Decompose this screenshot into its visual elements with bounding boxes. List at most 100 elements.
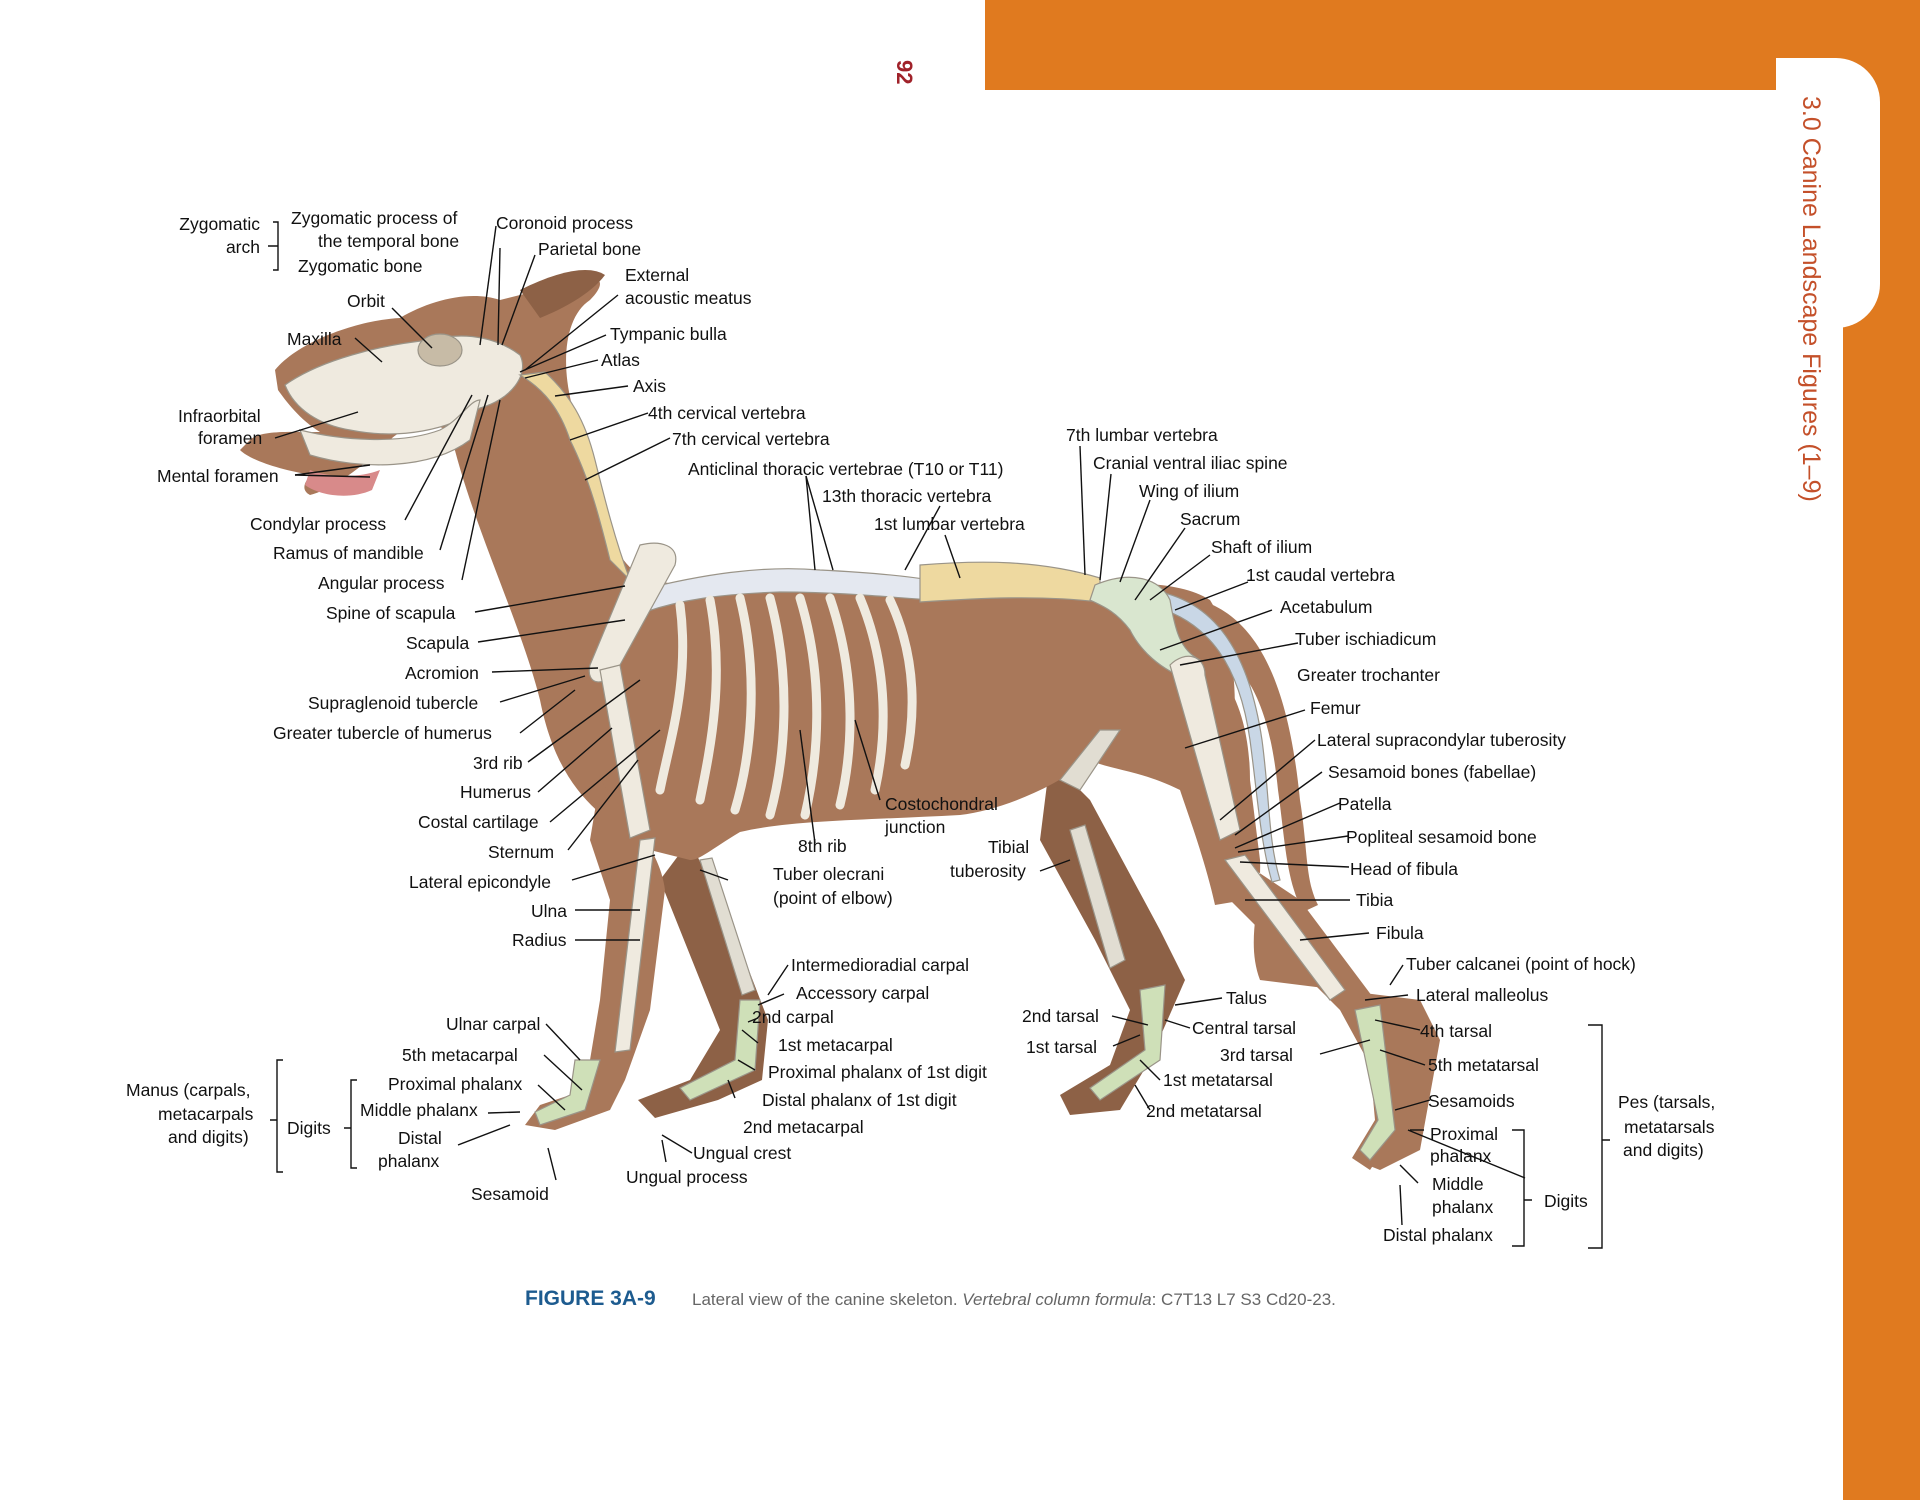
label-costal-cartilage: Costal cartilage [418, 812, 539, 832]
label-tympanic-bulla: Tympanic bulla [610, 324, 727, 344]
label-orbit: Orbit [347, 291, 385, 311]
mandible [299, 399, 481, 466]
label-tuber-olecrani-2: (point of elbow) [773, 888, 893, 908]
label-ramus-of-mandible: Ramus of mandible [273, 543, 424, 563]
label-2nd-carpal: 2nd carpal [752, 1007, 834, 1027]
skeleton [284, 333, 1396, 1161]
label-axis: Axis [633, 376, 666, 396]
label-distal-phalanx-hind: Distal phalanx [1383, 1225, 1493, 1245]
label-manus: Manus (carpals, [126, 1080, 251, 1100]
label-middle-hind-2: phalanx [1432, 1197, 1494, 1217]
figure-caption: Lateral view of the canine skeleton. Ver… [692, 1290, 1336, 1309]
label-distal-phalanx-1st: Distal phalanx of 1st digit [762, 1090, 957, 1110]
label-zygomatic-process-2: the temporal bone [318, 231, 459, 251]
label-humerus: Humerus [460, 782, 531, 802]
label-3rd-rib: 3rd rib [473, 753, 523, 773]
radius-ulna [614, 837, 656, 1053]
label-8th-rib: 8th rib [798, 836, 847, 856]
caudal-vertebrae [1147, 589, 1281, 883]
label-zygomatic-bone: Zygomatic bone [298, 256, 423, 276]
label-ulnar-carpal: Ulnar carpal [446, 1014, 540, 1034]
label-costochondral: Costochondral [885, 794, 998, 814]
ear [520, 270, 605, 318]
label-greater-tubercle: Greater tubercle of humerus [273, 723, 492, 743]
label-tibia: Tibia [1356, 890, 1394, 910]
ribcage [655, 593, 917, 820]
far-radius [699, 857, 756, 996]
label-head-of-fibula: Head of fibula [1350, 859, 1458, 879]
label-proximal-phalanx-fore: Proximal phalanx [388, 1074, 522, 1094]
far-hind-foot-bones [1089, 984, 1166, 1101]
label-tuber-olecrani: Tuber olecrani [773, 864, 884, 884]
label-2nd-metatarsal: 2nd metatarsal [1146, 1101, 1262, 1121]
label-4th-tarsal: 4th tarsal [1420, 1021, 1492, 1041]
label-acetabulum: Acetabulum [1280, 597, 1372, 617]
label-scapula: Scapula [406, 633, 470, 653]
far-tibia [1069, 824, 1126, 969]
label-sesamoid-fabellae: Sesamoid bones (fabellae) [1328, 762, 1536, 782]
label-middle-hind: Middle [1432, 1174, 1484, 1194]
label-radius: Radius [512, 930, 567, 950]
label-tibial-tuberosity: Tibial [988, 837, 1029, 857]
hind-shank [1230, 860, 1400, 1170]
label-zygomatic-arch-2: arch [226, 237, 260, 257]
label-parietal-bone: Parietal bone [538, 239, 641, 259]
label-sternum: Sternum [488, 842, 554, 862]
tail [1198, 600, 1318, 912]
label-infraorbital-2: foramen [198, 428, 262, 448]
label-proximal-phalanx-1st: Proximal phalanx of 1st digit [768, 1062, 987, 1082]
label-manus-3: and digits) [168, 1127, 249, 1147]
label-external-acoustic: External [625, 265, 689, 285]
label-digits-fore: Digits [287, 1118, 331, 1138]
label-5th-metatarsal: 5th metatarsal [1428, 1055, 1539, 1075]
label-13th-thoracic: 13th thoracic vertebra [822, 486, 992, 506]
label-angular-process: Angular process [318, 573, 445, 593]
label-ulna: Ulna [531, 901, 567, 921]
label-zygomatic-process: Zygomatic process of [291, 208, 457, 228]
label-pes-3: and digits) [1623, 1140, 1704, 1160]
label-spine-of-scapula: Spine of scapula [326, 603, 456, 623]
label-tibial-tuberosity-2: tuberosity [950, 861, 1026, 881]
label-fibula: Fibula [1376, 923, 1424, 943]
caption-text: Lateral view of the canine skeleton. [692, 1290, 958, 1309]
label-patella: Patella [1338, 794, 1392, 814]
label-2nd-tarsal: 2nd tarsal [1022, 1006, 1099, 1026]
label-7th-lumbar: 7th lumbar vertebra [1066, 425, 1218, 445]
leader-lines [268, 221, 1610, 1249]
label-1st-caudal: 1st caudal vertebra [1246, 565, 1395, 585]
label-supraglenoid: Supraglenoid tubercle [308, 693, 478, 713]
label-lateral-epicondyle: Lateral epicondyle [409, 872, 551, 892]
label-central-tarsal: Central tarsal [1192, 1018, 1296, 1038]
label-1st-metacarpal: 1st metacarpal [778, 1035, 893, 1055]
label-popliteal-sesamoid: Popliteal sesamoid bone [1346, 827, 1537, 847]
label-lateral-malleolus: Lateral malleolus [1416, 985, 1549, 1005]
label-2nd-metacarpal: 2nd metacarpal [743, 1117, 864, 1137]
label-external-acoustic-2: acoustic meatus [625, 288, 752, 308]
caption-formula: C7T13 L7 S3 Cd20-23. [1161, 1290, 1336, 1309]
label-coronoid-process: Coronoid process [496, 213, 633, 233]
label-distal-fore-2: phalanx [378, 1151, 440, 1171]
label-1st-lumbar: 1st lumbar vertebra [874, 514, 1025, 534]
label-greater-trochanter: Greater trochanter [1297, 665, 1440, 685]
label-cranial-ventral-iliac: Cranial ventral iliac spine [1093, 453, 1288, 473]
label-pes-2: metatarsals [1624, 1117, 1715, 1137]
label-ungual-process: Ungual process [626, 1167, 748, 1187]
label-condylar-process: Condylar process [250, 514, 386, 534]
label-lateral-supracondylar: Lateral supracondylar tuberosity [1317, 730, 1566, 750]
label-atlas: Atlas [601, 350, 640, 370]
label-sesamoid: Sesamoid [471, 1184, 549, 1204]
label-ungual-crest: Ungual crest [693, 1143, 791, 1163]
tibia-shape [1223, 854, 1346, 1001]
far-femur [1059, 729, 1122, 791]
label-4th-cervical: 4th cervical vertebra [648, 403, 806, 423]
label-digits-hind: Digits [1544, 1191, 1588, 1211]
label-manus-2: metacarpals [158, 1104, 254, 1124]
label-tuber-calcanei: Tuber calcanei (point of hock) [1406, 954, 1636, 974]
header-accent-bar [985, 0, 1920, 90]
lumbar-vertebrae [919, 561, 1101, 603]
caption-formula-label: Vertebral column formula [962, 1290, 1152, 1309]
label-middle-phalanx-fore: Middle phalanx [360, 1100, 478, 1120]
label-maxilla: Maxilla [287, 329, 342, 349]
label-1st-tarsal: 1st tarsal [1026, 1037, 1097, 1057]
